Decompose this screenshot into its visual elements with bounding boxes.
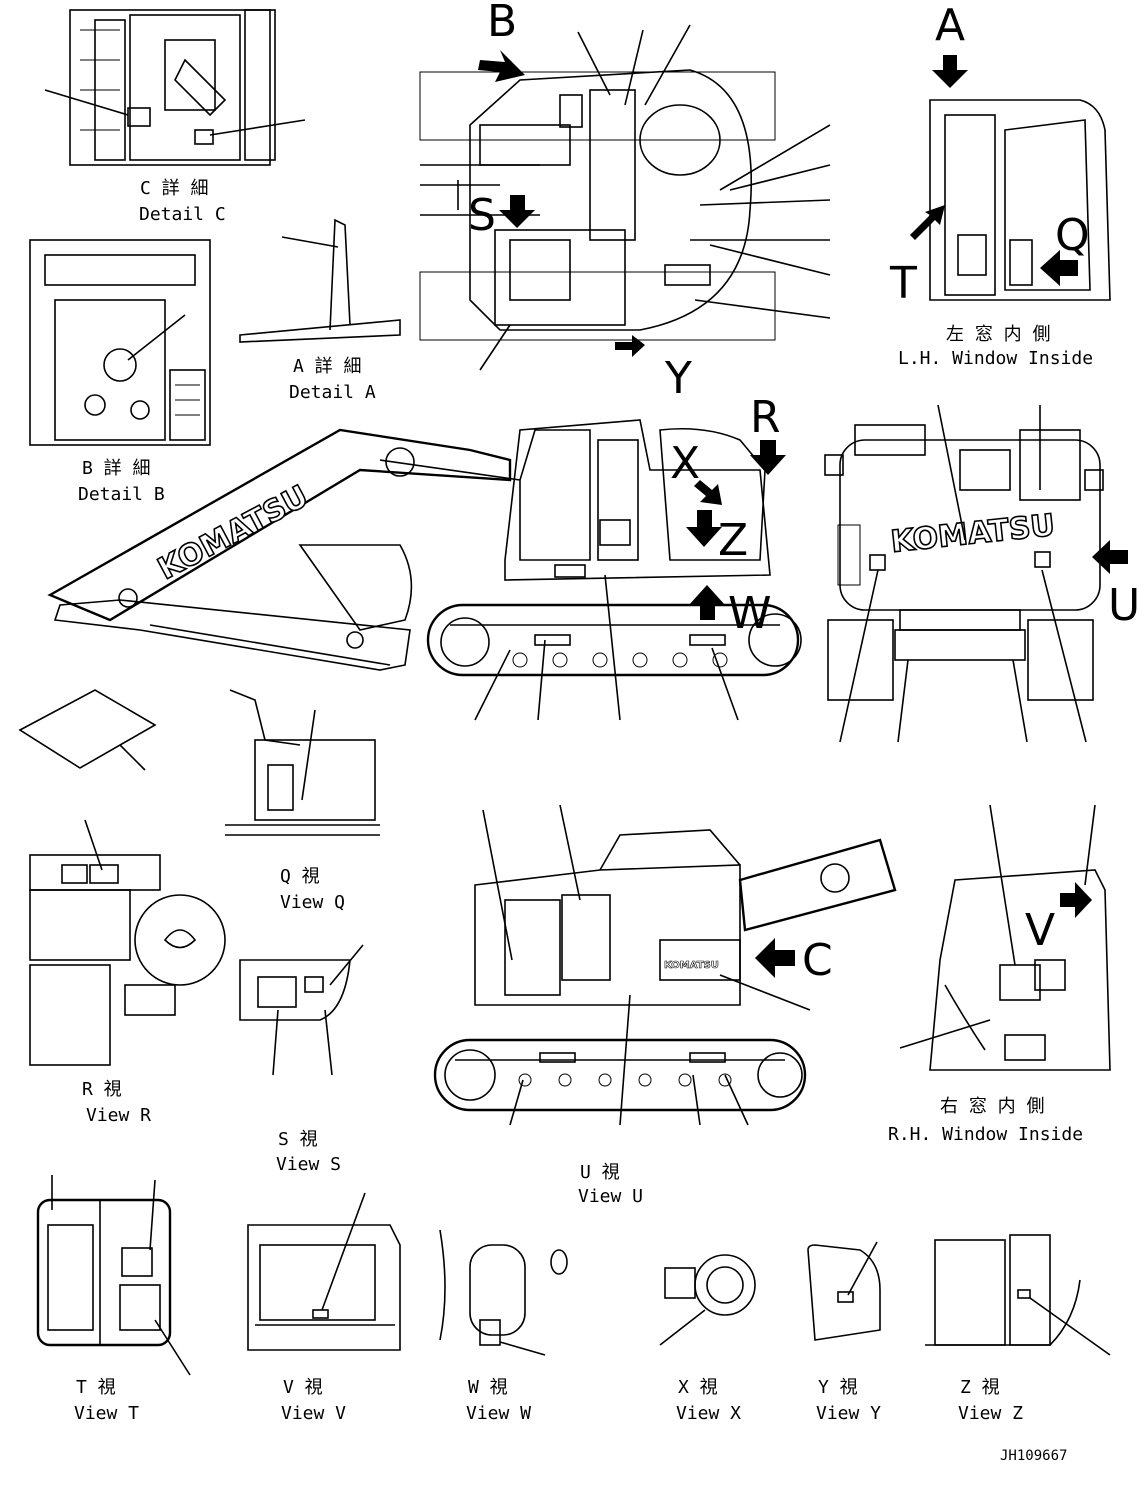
detail-c-drawing: C 詳 細 Detail C <box>44 9 306 225</box>
view-x-caption-jp: X 視 <box>678 1377 718 1398</box>
view-q-caption-en: View Q <box>280 892 345 913</box>
view-letter-a: A <box>935 0 965 51</box>
view-letter-t: T <box>889 258 917 309</box>
detail-c-caption-en: Detail C <box>139 204 226 225</box>
view-letter-x: X <box>670 438 700 489</box>
view-w-caption-jp: W 視 <box>468 1377 508 1398</box>
view-z-caption-en: View Z <box>958 1403 1023 1424</box>
rear-logo-text: KOMATSU <box>889 508 1056 560</box>
view-v-caption-en: View V <box>281 1403 346 1424</box>
left-side-view-drawing: KOMATSU R X Z W <box>47 392 802 721</box>
view-z-drawing: Z 視 View Z <box>925 1234 1111 1424</box>
small-logo-text: KOMATSU <box>664 960 719 971</box>
rh-window-drawing: V 右 窓 内 側 R.H. Window Inside <box>888 804 1111 1145</box>
view-z-caption-jp: Z 視 <box>960 1377 1000 1398</box>
view-letter-u: U <box>1108 580 1139 631</box>
view-w-drawing: W 視 View W <box>439 1229 568 1424</box>
view-v-drawing: V 視 View V <box>247 1192 401 1424</box>
view-x-drawing: X 視 View X <box>659 1254 756 1424</box>
side-logo-text: KOMATSU <box>152 479 314 587</box>
view-y-caption-jp: Y 視 <box>818 1377 858 1398</box>
view-y-caption-en: View Y <box>816 1403 881 1424</box>
view-letter-b: B <box>487 0 517 47</box>
top-view-drawing: B S Y <box>419 0 831 404</box>
document-id: JH109667 <box>1000 1448 1067 1464</box>
view-u-caption-jp: U 視 <box>580 1162 620 1183</box>
rear-view-drawing: KOMATSU U <box>824 404 1139 743</box>
view-r-caption-jp: R 視 <box>82 1079 122 1100</box>
lh-window-caption-en: L.H. Window Inside <box>898 348 1093 369</box>
detail-a-drawing: A 詳 細 Detail A <box>239 218 401 403</box>
view-q-drawing: Q 視 View Q <box>225 689 380 913</box>
view-letter-q: Q <box>1055 210 1090 261</box>
detail-b-caption-en: Detail B <box>78 484 165 505</box>
view-t-drawing: T 視 View T <box>36 1175 191 1424</box>
view-s-drawing: S 視 View S <box>239 944 364 1175</box>
view-w-caption-en: View W <box>466 1403 531 1424</box>
view-t-caption-jp: T 視 <box>76 1377 116 1398</box>
view-u-caption-en: View U <box>578 1186 643 1207</box>
view-s-caption-jp: S 視 <box>278 1129 318 1150</box>
view-t-caption-en: View T <box>74 1403 139 1424</box>
view-r-caption-en: View R <box>86 1105 151 1126</box>
lh-window-caption-jp: 左 窓 内 側 <box>946 324 1051 345</box>
right-side-view-drawing: KOMATSU C U 視 View U <box>433 804 897 1207</box>
view-letter-s: S <box>468 190 496 241</box>
detail-a-caption-en: Detail A <box>289 382 376 403</box>
view-x-caption-en: View X <box>676 1403 741 1424</box>
rh-window-caption-en: R.H. Window Inside <box>888 1124 1083 1145</box>
view-v-caption-jp: V 視 <box>283 1377 323 1398</box>
view-q-caption-jp: Q 視 <box>280 866 320 887</box>
lh-window-drawing: A T Q 左 窓 内 側 L.H. Window Inside <box>889 0 1111 369</box>
detail-c-caption-jp: C 詳 細 <box>140 178 209 199</box>
detail-b-drawing: B 詳 細 Detail B <box>29 239 211 505</box>
label-sheet-drawing <box>18 689 157 771</box>
view-letter-c: C <box>802 935 833 986</box>
detail-b-caption-jp: B 詳 細 <box>82 458 151 479</box>
view-letter-r: R <box>750 392 781 443</box>
view-letter-y: Y <box>664 353 692 404</box>
view-letter-w: W <box>728 588 772 639</box>
view-y-drawing: Y 視 View Y <box>807 1241 881 1424</box>
view-letter-z: Z <box>718 515 748 566</box>
view-s-caption-en: View S <box>276 1154 341 1175</box>
detail-a-caption-jp: A 詳 細 <box>293 356 362 377</box>
view-letter-v: V <box>1025 905 1055 956</box>
rh-window-caption-jp: 右 窓 内 側 <box>940 1096 1045 1117</box>
view-r-drawing: R 視 View R <box>29 819 226 1126</box>
